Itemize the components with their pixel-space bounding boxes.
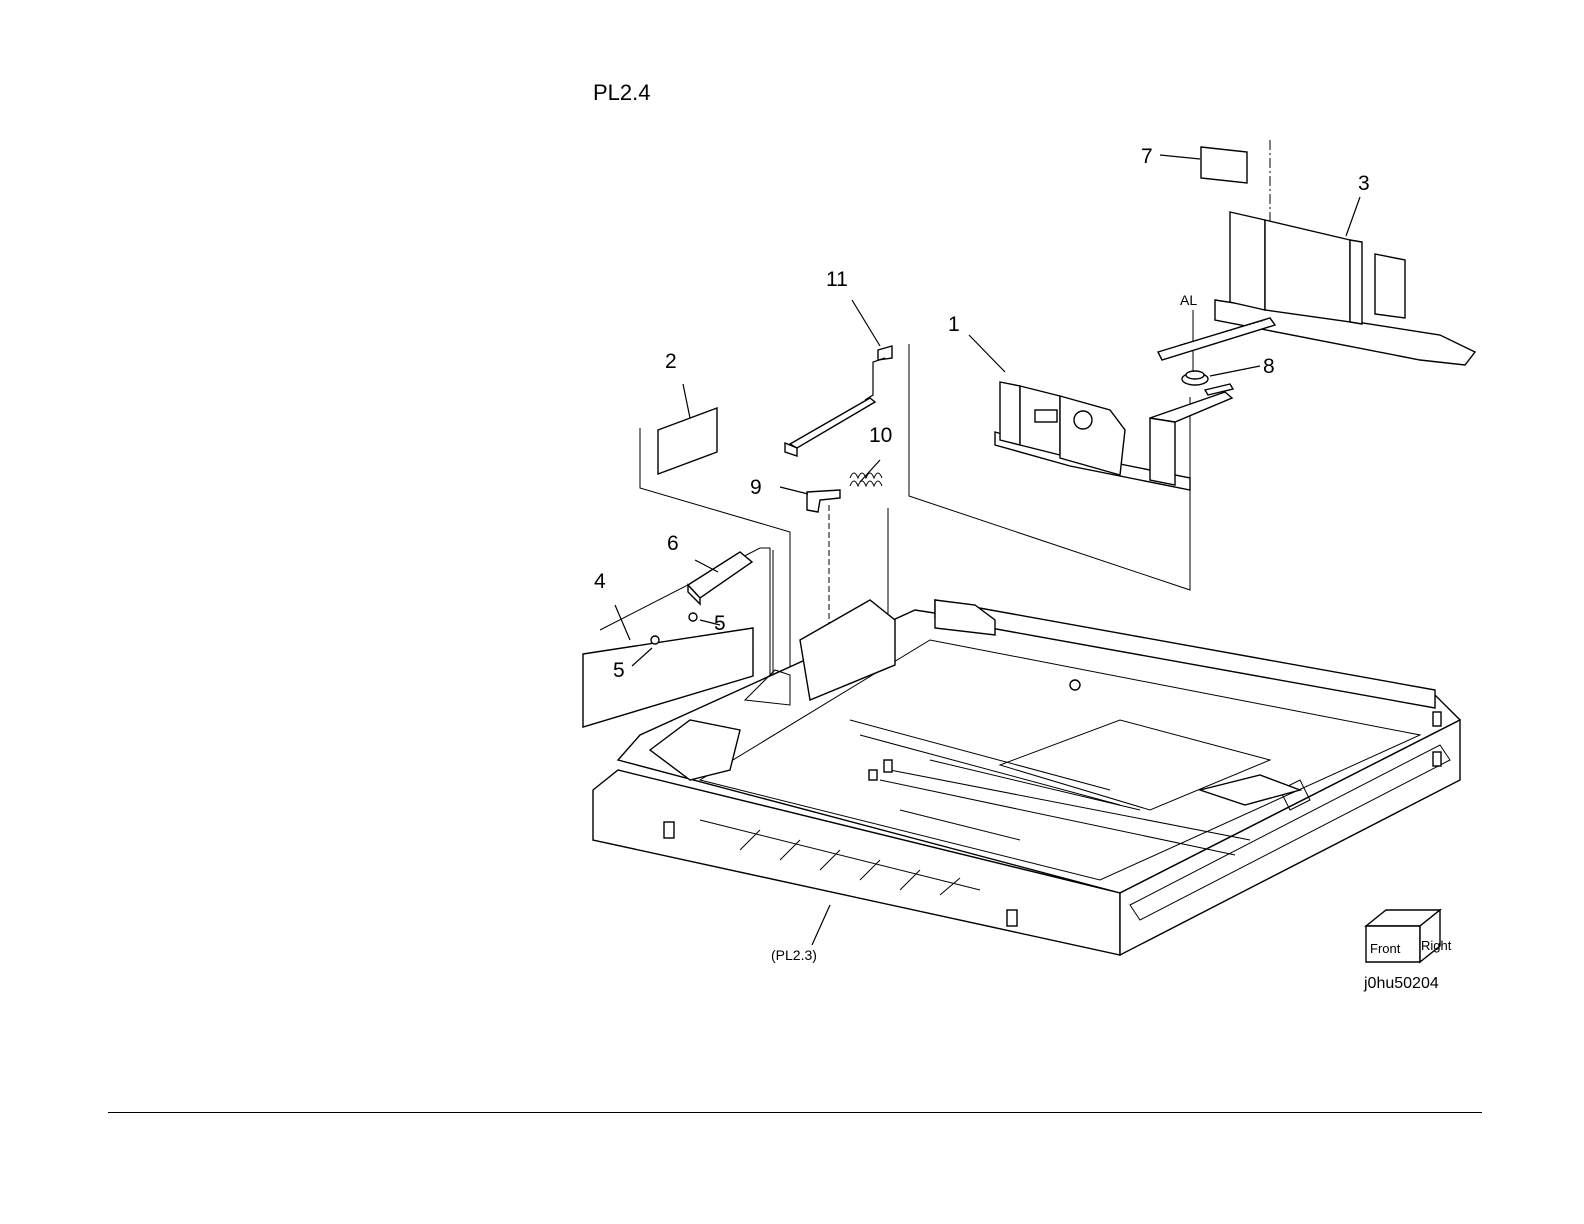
part-7-label bbox=[1201, 147, 1247, 183]
reference-pl2-3: (PL2.3) bbox=[771, 947, 817, 963]
callout-4: 4 bbox=[594, 570, 606, 593]
image-id: j0hu50204 bbox=[1363, 975, 1439, 992]
part-1-guide-assembly bbox=[995, 382, 1232, 490]
orientation-front-label: Front bbox=[1370, 941, 1401, 956]
callout-1: 1 bbox=[948, 313, 960, 336]
callout-al: AL bbox=[1180, 292, 1197, 308]
orientation-cube-icon: Front Right bbox=[1366, 910, 1452, 962]
callout-3: 3 bbox=[1358, 172, 1370, 195]
part-2-label bbox=[658, 408, 717, 474]
callout-11: 11 bbox=[826, 268, 848, 291]
part-6-handle bbox=[688, 552, 752, 604]
callout-9: 9 bbox=[750, 476, 762, 499]
callout-5a: 5 bbox=[714, 612, 726, 635]
part-3-guide bbox=[1158, 212, 1475, 365]
footer-rule bbox=[108, 1112, 1482, 1113]
callout-8: 8 bbox=[1263, 355, 1275, 378]
callout-5b: 5 bbox=[613, 659, 625, 682]
part-9-lever bbox=[807, 490, 840, 512]
orientation-right-label: Right bbox=[1421, 938, 1452, 953]
callout-7: 7 bbox=[1141, 145, 1153, 168]
callout-10: 10 bbox=[869, 424, 892, 447]
callout-2: 2 bbox=[665, 350, 677, 373]
callout-6: 6 bbox=[667, 532, 679, 555]
